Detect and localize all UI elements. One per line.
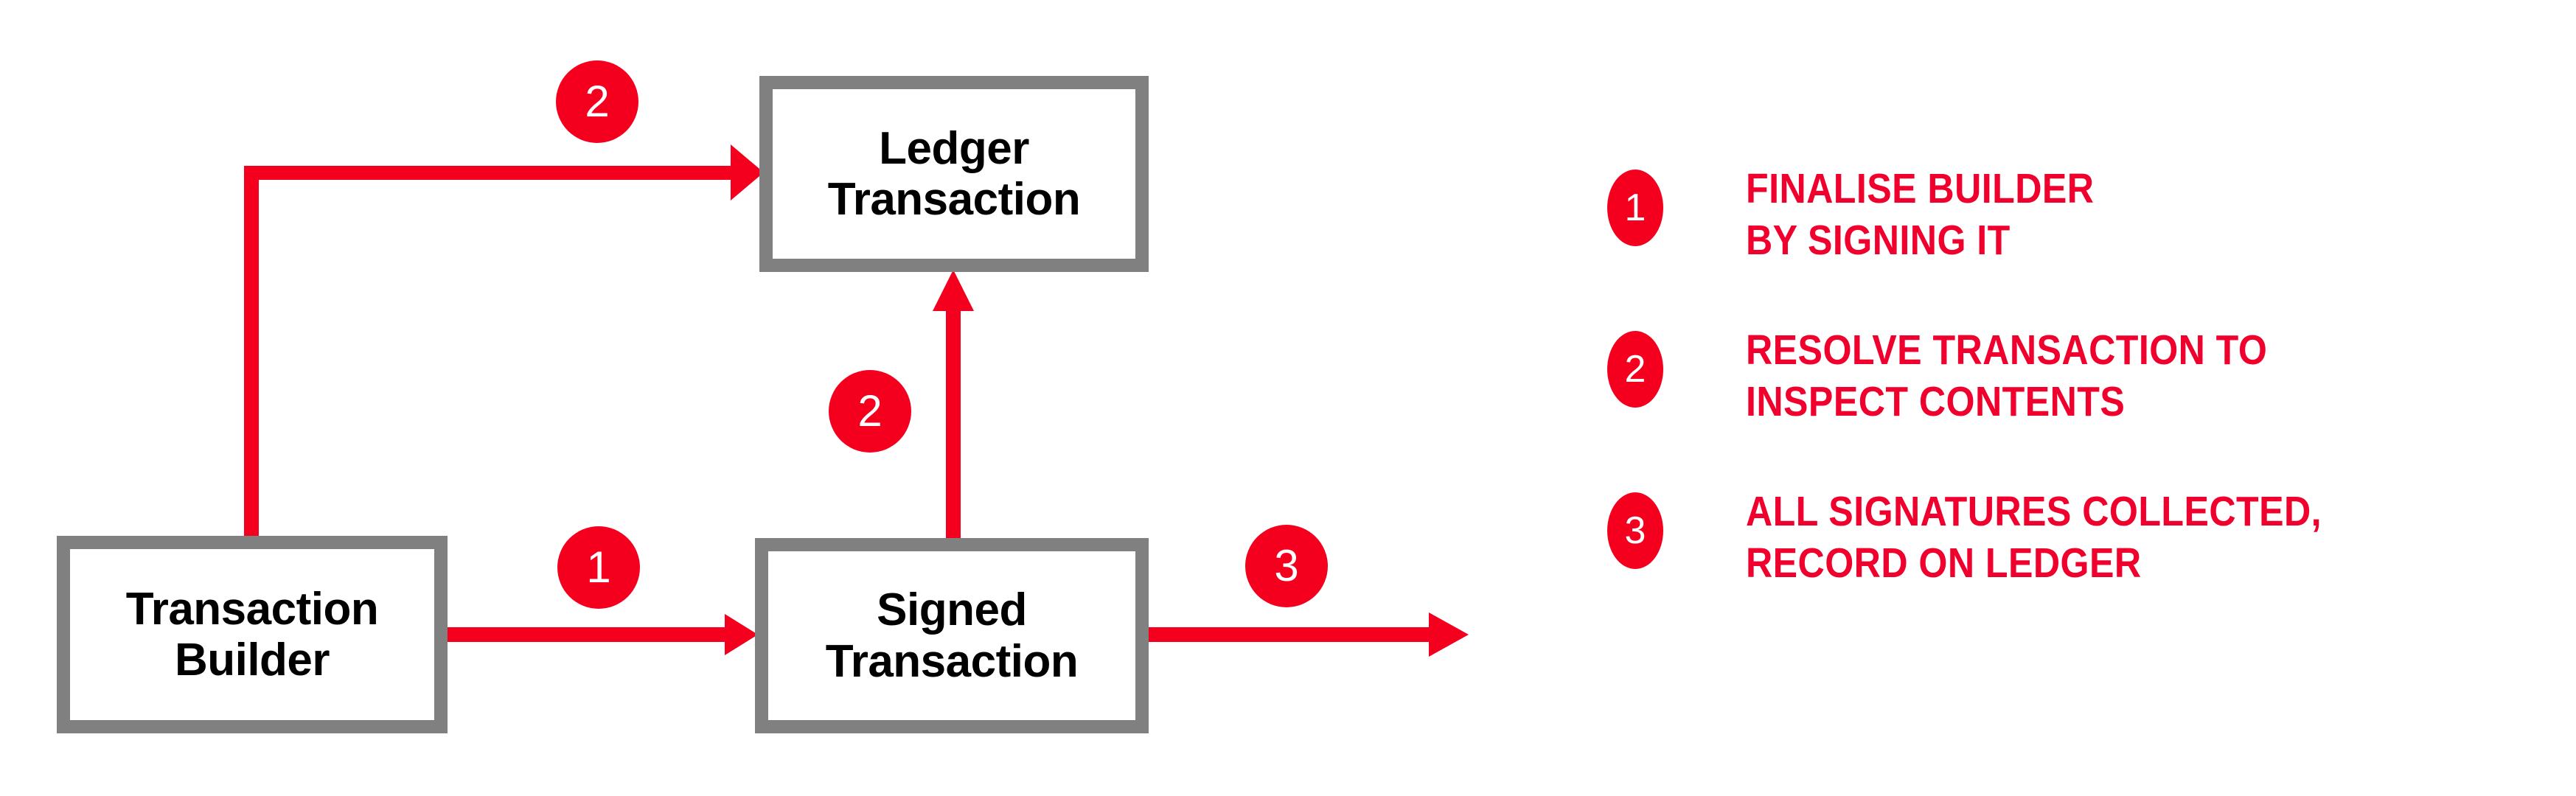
flow-badge-3-record-on-ledger: 3: [1245, 525, 1328, 607]
legend-label-1: FINALISE BUILDER BY SIGNING IT: [1746, 165, 2095, 264]
legend-badge-1: 1: [1607, 170, 1663, 246]
arrow-builder-to-ledger: [244, 144, 764, 537]
node-ledger-transaction[interactable]: Ledger Transaction: [759, 76, 1149, 272]
legend-label-2: RESOLVE TRANSACTION TO INSPECT CONTENTS: [1746, 327, 2268, 425]
flow-badge-2-signed-to-ledger: 2: [829, 370, 911, 453]
legend-label-3: ALL SIGNATURES COLLECTED, RECORD ON LEDG…: [1746, 488, 2322, 587]
node-signed-transaction-label: Signed Transaction: [825, 584, 1079, 687]
legend-item-2: 2 RESOLVE TRANSACTION TO INSPECT CONTENT…: [1607, 325, 2558, 427]
node-transaction-builder[interactable]: Transaction Builder: [57, 536, 448, 733]
arrow-signed-to-ledger: [933, 270, 974, 538]
legend-item-1: 1 FINALISE BUILDER BY SIGNING IT: [1607, 164, 2558, 266]
legend-badge-3: 3: [1607, 492, 1663, 570]
arrow-signed-to-output: [1149, 612, 1469, 657]
node-transaction-builder-label: Transaction Builder: [125, 583, 379, 685]
legend-item-3: 3 ALL SIGNATURES COLLECTED, RECORD ON LE…: [1607, 486, 2558, 589]
legend-badge-2: 2: [1607, 331, 1663, 408]
node-ledger-transaction-label: Ledger Transaction: [827, 122, 1081, 225]
legend: 1 FINALISE BUILDER BY SIGNING IT 2 RESOL…: [1607, 164, 2558, 648]
node-signed-transaction[interactable]: Signed Transaction: [755, 538, 1149, 733]
arrow-builder-to-signed: [448, 614, 758, 655]
flow-badge-2-builder-to-ledger: 2: [556, 60, 638, 143]
flow-badge-1-builder-to-signed: 1: [557, 526, 640, 609]
